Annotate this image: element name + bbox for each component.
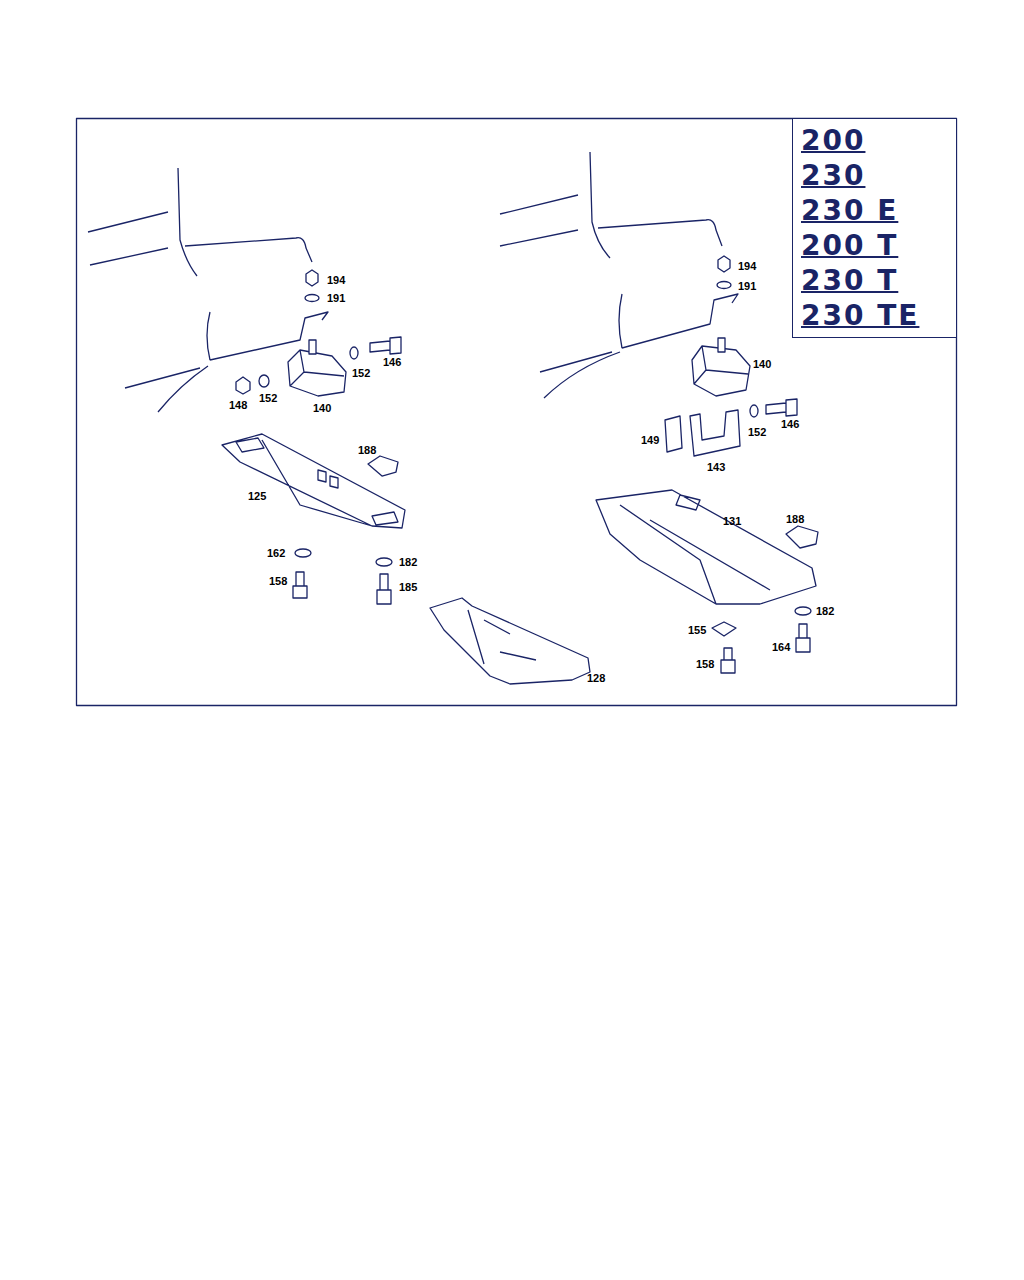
illustration-lines bbox=[77, 119, 957, 706]
callout-number: 125 bbox=[248, 490, 266, 503]
callout-number: 182 bbox=[399, 556, 417, 569]
callout-number: 146 bbox=[383, 356, 401, 369]
callout-number: 140 bbox=[753, 358, 771, 371]
callout-number: 152 bbox=[259, 392, 277, 405]
washer bbox=[350, 347, 358, 359]
callout-number: 182 bbox=[816, 605, 834, 618]
callout-number: 152 bbox=[748, 426, 766, 439]
bolt bbox=[370, 337, 401, 354]
nut bbox=[718, 256, 730, 272]
callout-number: 148 bbox=[229, 399, 247, 412]
washer bbox=[717, 282, 731, 289]
nut bbox=[236, 377, 250, 394]
callout-number: 194 bbox=[738, 260, 756, 273]
plate bbox=[665, 416, 682, 452]
clip bbox=[786, 526, 818, 548]
washer bbox=[376, 558, 392, 566]
callout-number: 185 bbox=[399, 581, 417, 594]
mount-stud bbox=[309, 340, 316, 354]
callout-number: 149 bbox=[641, 434, 659, 447]
callout-number: 143 bbox=[707, 461, 725, 474]
callout-number: 158 bbox=[269, 575, 287, 588]
washer bbox=[259, 375, 269, 387]
callout-number: 191 bbox=[327, 292, 345, 305]
callout-number: 158 bbox=[696, 658, 714, 671]
callout-number: 131 bbox=[723, 515, 741, 528]
washer bbox=[295, 549, 311, 557]
callout-number: 164 bbox=[772, 641, 790, 654]
callout-number: 128 bbox=[587, 672, 605, 685]
crossmember bbox=[596, 490, 816, 604]
callout-number: 188 bbox=[358, 444, 376, 457]
engine-mount bbox=[288, 350, 346, 396]
model-badge: 230 bbox=[801, 158, 948, 193]
callout-number: 191 bbox=[738, 280, 756, 293]
washer bbox=[750, 405, 758, 417]
washer bbox=[305, 295, 319, 302]
model-badge: 200 T bbox=[801, 228, 948, 263]
bolt bbox=[721, 648, 735, 673]
model-badge: 230 TE bbox=[801, 298, 948, 333]
callout-number: 194 bbox=[327, 274, 345, 287]
parts bbox=[222, 256, 818, 684]
bracket bbox=[690, 410, 740, 456]
nut bbox=[306, 270, 318, 286]
frame bbox=[77, 119, 957, 706]
model-badge: 230 E bbox=[801, 193, 948, 228]
clip bbox=[368, 456, 398, 476]
bolt bbox=[377, 574, 391, 604]
bolt bbox=[293, 572, 307, 598]
callout-number: 146 bbox=[781, 418, 799, 431]
skid-plate bbox=[430, 598, 590, 684]
crossmember bbox=[222, 434, 405, 528]
engine-mount bbox=[692, 346, 750, 396]
plate bbox=[712, 622, 736, 636]
model-badge-box: 200230230 E200 T230 T230 TE bbox=[792, 118, 957, 338]
callout-number: 140 bbox=[313, 402, 331, 415]
washer bbox=[795, 607, 811, 615]
mount-stud bbox=[718, 338, 725, 352]
bolt bbox=[766, 399, 797, 416]
model-badge: 200 bbox=[801, 123, 948, 158]
callout-number: 188 bbox=[786, 513, 804, 526]
bolt bbox=[796, 624, 810, 652]
callout-number: 152 bbox=[352, 367, 370, 380]
callout-number: 162 bbox=[267, 547, 285, 560]
callout-number: 155 bbox=[688, 624, 706, 637]
model-badge: 230 T bbox=[801, 263, 948, 298]
